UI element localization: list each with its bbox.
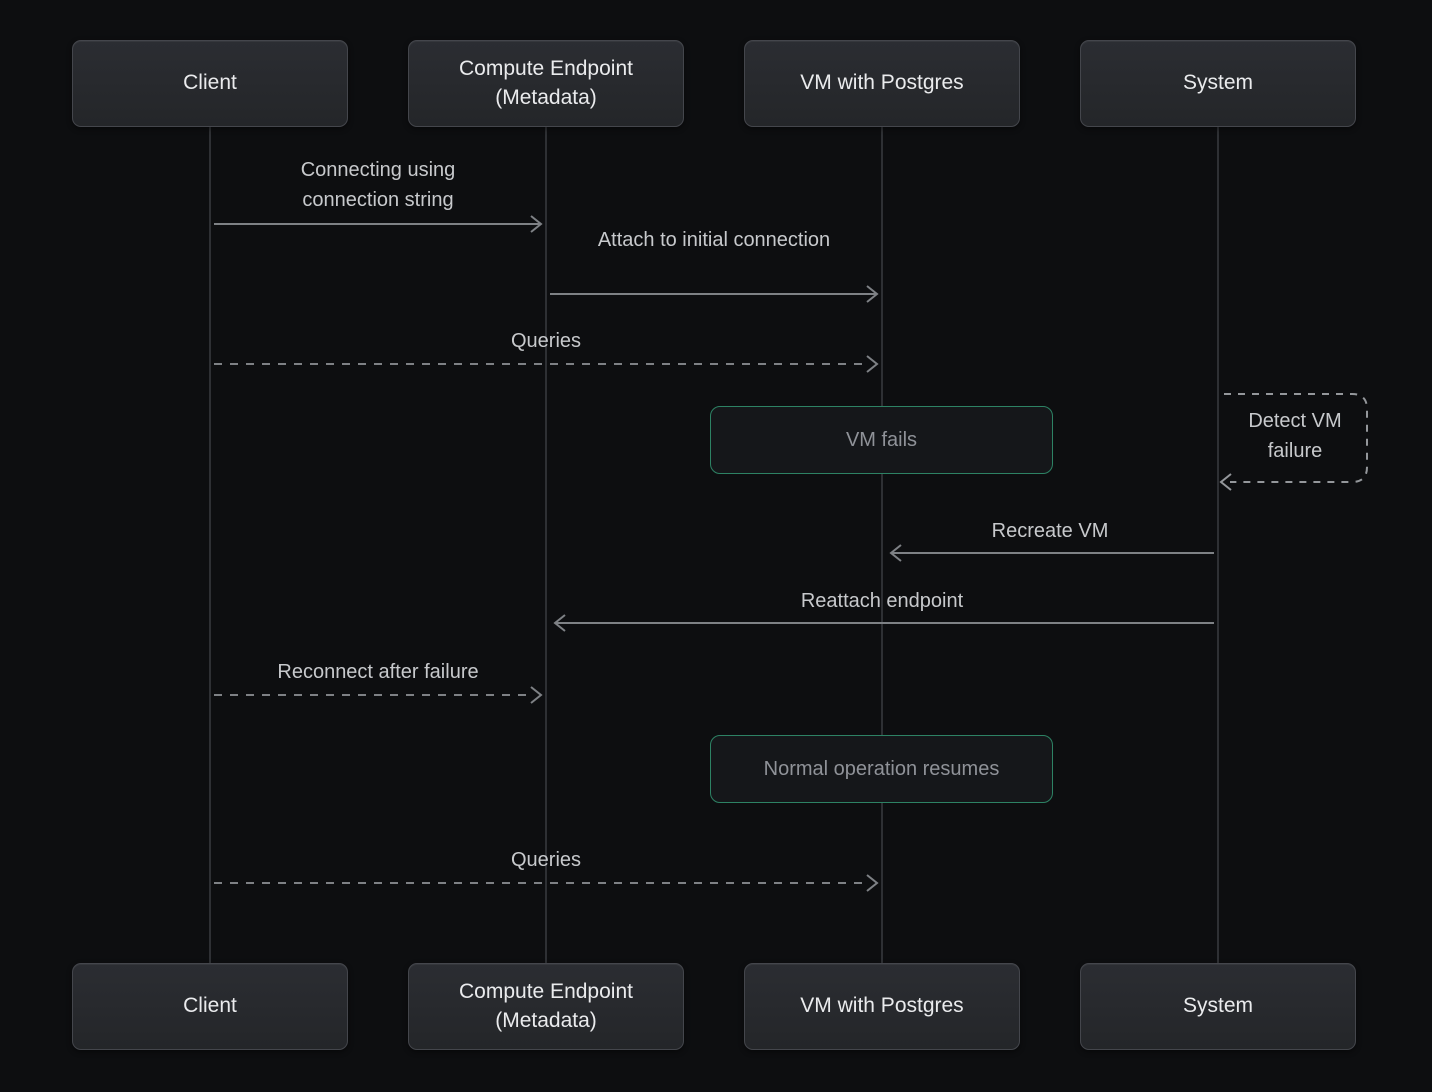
actor-label: VM with Postgres	[800, 71, 964, 95]
actor-label: Client	[183, 994, 237, 1018]
message-label-connecting-using-connection-string: Connecting using connection string	[300, 159, 456, 211]
note-label: Normal operation resumes	[763, 757, 1000, 780]
self-message-label-detect-vm-failure: Detect VM failure	[1248, 410, 1342, 462]
actor-label: System	[1182, 71, 1253, 95]
arrow-connecting-using-connection-string	[214, 215, 543, 233]
actor-label: Client	[183, 71, 237, 95]
message-label-attach-to-initial-connection: Attach to initial connection	[597, 229, 831, 251]
note-normal-operation-resumes: Normal operation resumes	[710, 735, 1053, 803]
actor-top-vm-postgres: VM with Postgres	[744, 40, 1020, 127]
actor-label: Compute Endpoint (Metadata)	[459, 980, 633, 1032]
actor-label: VM with Postgres	[800, 994, 964, 1018]
actor-label: System	[1182, 994, 1253, 1018]
self-loop-detect-vm-failure	[1219, 393, 1368, 491]
arrow-attach-to-initial-connection	[550, 285, 879, 303]
message-label-reconnect-after-failure: Reconnect after failure	[277, 661, 479, 683]
message-label-recreate-vm: Recreate VM	[991, 520, 1109, 542]
message-label-queries-1: Queries	[510, 330, 582, 352]
actor-top-client: Client	[72, 40, 348, 127]
note-label: VM fails	[845, 428, 918, 451]
actor-top-system: System	[1080, 40, 1356, 127]
arrow-recreate-vm	[889, 544, 1214, 562]
actor-bottom-client: Client	[72, 963, 348, 1050]
message-label-queries-2: Queries	[510, 849, 582, 871]
actor-bottom-vm-postgres: VM with Postgres	[744, 963, 1020, 1050]
arrow-reattach-endpoint	[553, 614, 1214, 632]
message-label-reattach-endpoint: Reattach endpoint	[800, 590, 964, 612]
arrow-queries-1	[214, 355, 879, 373]
actor-top-compute-endpoint: Compute Endpoint (Metadata)	[408, 40, 684, 127]
actor-bottom-system: System	[1080, 963, 1356, 1050]
arrow-reconnect-after-failure	[214, 686, 543, 704]
arrow-queries-2	[214, 874, 879, 892]
note-vm-fails: VM fails	[710, 406, 1053, 474]
actor-bottom-compute-endpoint: Compute Endpoint (Metadata)	[408, 963, 684, 1050]
actor-label: Compute Endpoint (Metadata)	[459, 57, 633, 109]
